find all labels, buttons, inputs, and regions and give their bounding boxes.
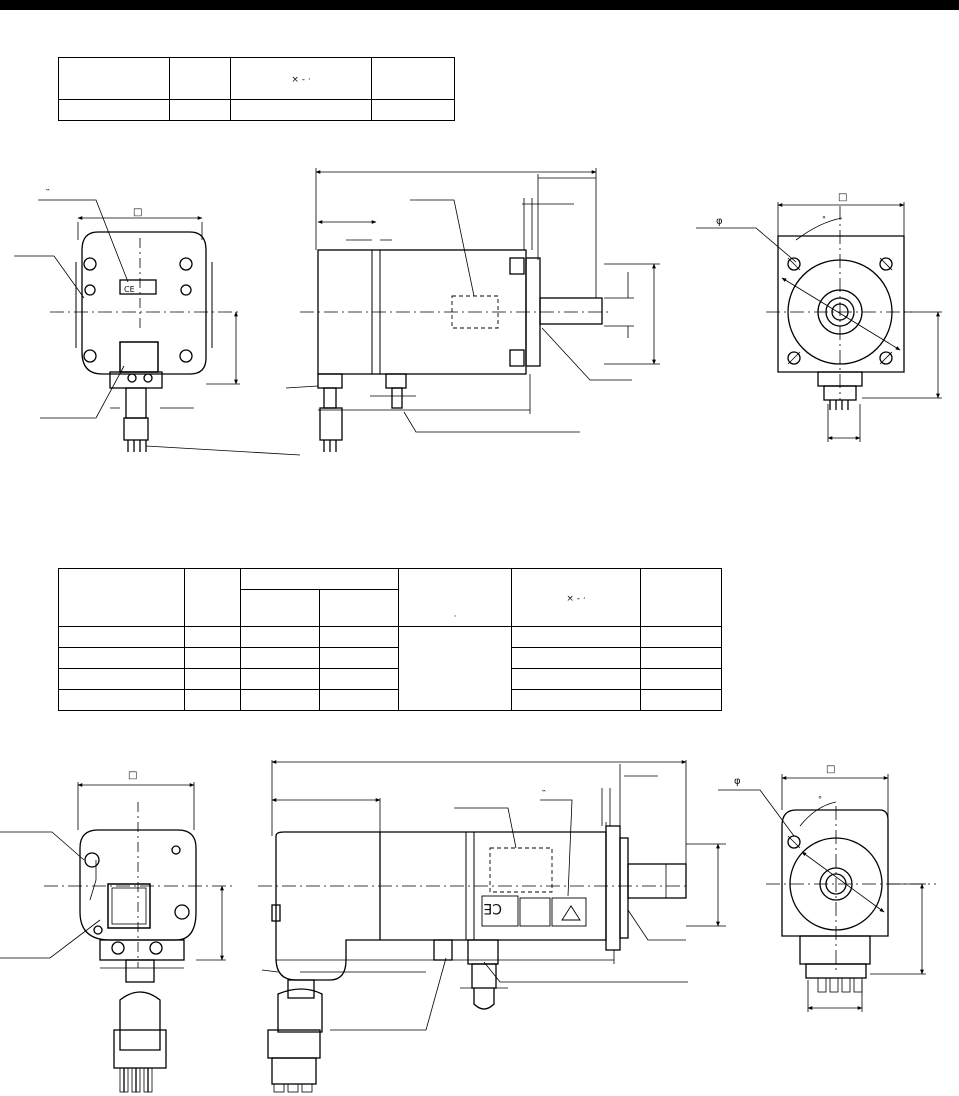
degree-symbol: ° [822, 215, 826, 224]
table-cell [640, 689, 722, 711]
table-cell [371, 57, 455, 100]
top-rear-view [14, 199, 301, 456]
table-header-row [59, 589, 722, 627]
top-front-view [696, 202, 942, 442]
dimension-mark: × - · [566, 594, 586, 604]
table-cell [184, 568, 241, 627]
ce-mark: CE [483, 900, 502, 916]
bottom-rear-view [0, 782, 232, 1093]
table-cell [398, 626, 512, 711]
square-symbol: □ [838, 192, 847, 203]
quote-mark: ˵ [541, 785, 546, 796]
table-row [58, 99, 455, 121]
quote-mark: ˵ [45, 184, 50, 195]
ce-mark: CE [124, 285, 135, 294]
diameter-symbol: φ [716, 216, 723, 227]
square-symbol: □ [133, 207, 142, 218]
table-cell [371, 99, 455, 121]
square-symbol: □ [826, 764, 835, 775]
bottom-side-view [258, 760, 726, 1093]
table-row [58, 689, 722, 711]
dimension-mark: × - · [291, 75, 311, 85]
table-cell [319, 689, 399, 711]
bottom-front-view [718, 774, 936, 1012]
table-cell: × - · [230, 57, 372, 100]
spec-table-1: × - · [58, 57, 455, 121]
spec-table-2: · × - · [58, 568, 722, 711]
table-cell [640, 568, 722, 627]
top-side-view [285, 168, 660, 452]
page-header-bar [0, 0, 959, 10]
square-symbol: □ [128, 770, 137, 781]
table-header-row: × - · [58, 57, 455, 100]
table-row [58, 647, 722, 669]
diameter-symbol: φ [734, 776, 741, 787]
table-row [58, 626, 722, 711]
table-cell: · [398, 568, 512, 627]
degree-symbol: ° [818, 795, 822, 804]
table-row [58, 668, 722, 690]
dimension-mark: · [453, 612, 457, 622]
table-header-row: · × - · [58, 568, 722, 627]
